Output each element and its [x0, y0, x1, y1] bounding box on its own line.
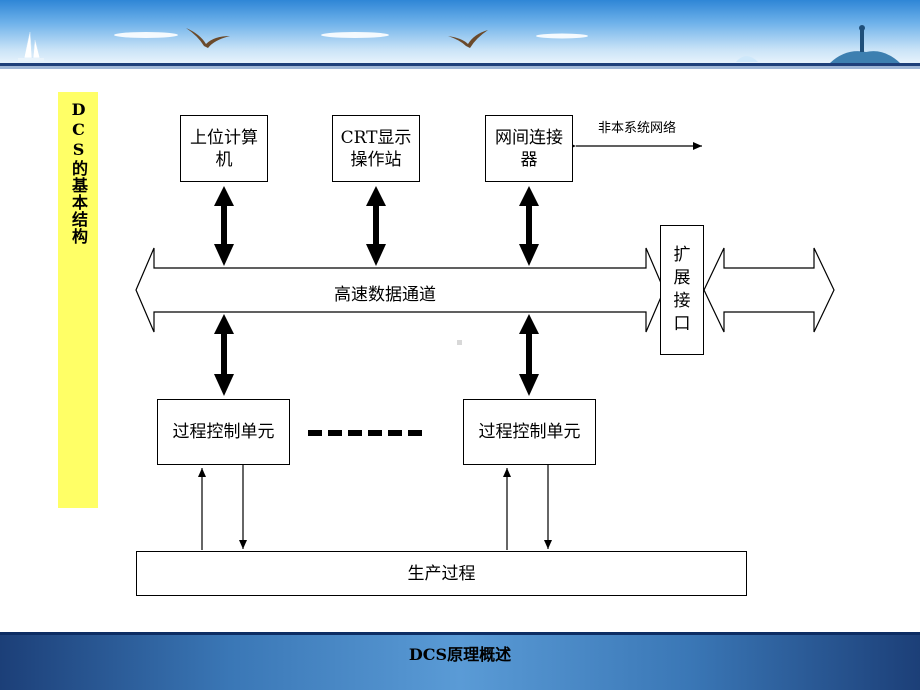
- bus-label: 高速数据通道: [334, 285, 436, 305]
- cloud-icon: [114, 32, 178, 38]
- control-unit-left-link-arrow: [214, 314, 234, 396]
- control-unit-right-box: 过程控制单元: [463, 399, 596, 465]
- stray-dot: [457, 340, 462, 345]
- production-process-box: 生产过程: [136, 551, 747, 596]
- cloud-icon: [321, 32, 389, 38]
- footer-title: DCS原理概述: [408, 645, 512, 664]
- footer-bar: [0, 632, 920, 690]
- footer-divider: [0, 632, 920, 635]
- banner-decorations: [18, 25, 900, 63]
- cloud-icon: [536, 33, 588, 39]
- gateway-link-arrow: [519, 186, 539, 266]
- header-shadow: [0, 66, 920, 69]
- upper-computer-box: 上位计算 机: [180, 115, 268, 182]
- bird-icon: [448, 30, 488, 48]
- control-units-ellipsis: [308, 430, 422, 436]
- crt-station-link-arrow: [366, 186, 386, 266]
- header-divider: [0, 63, 920, 66]
- statue-rock-icon: [830, 25, 900, 63]
- control-unit-right-link-arrow: [519, 314, 539, 396]
- control-unit-left-box: 过程控制单元: [157, 399, 290, 465]
- side-title: DCS的基本结构: [69, 100, 88, 245]
- upper-computer-link-arrow: [214, 186, 234, 266]
- expansion-arrow-shape: [703, 247, 835, 333]
- bird-icon: [186, 28, 230, 48]
- crt-station-box: CRT显示 操作站: [332, 115, 420, 182]
- gateway-box: 网间连接 器: [485, 115, 573, 182]
- network-label: 非本系统网络: [598, 121, 677, 136]
- side-title-panel: DCS的基本结构: [58, 92, 98, 508]
- wave-icon: [736, 56, 758, 62]
- sailboat-icon: [18, 31, 44, 61]
- expansion-port-box: 扩 展 接 口: [660, 225, 704, 355]
